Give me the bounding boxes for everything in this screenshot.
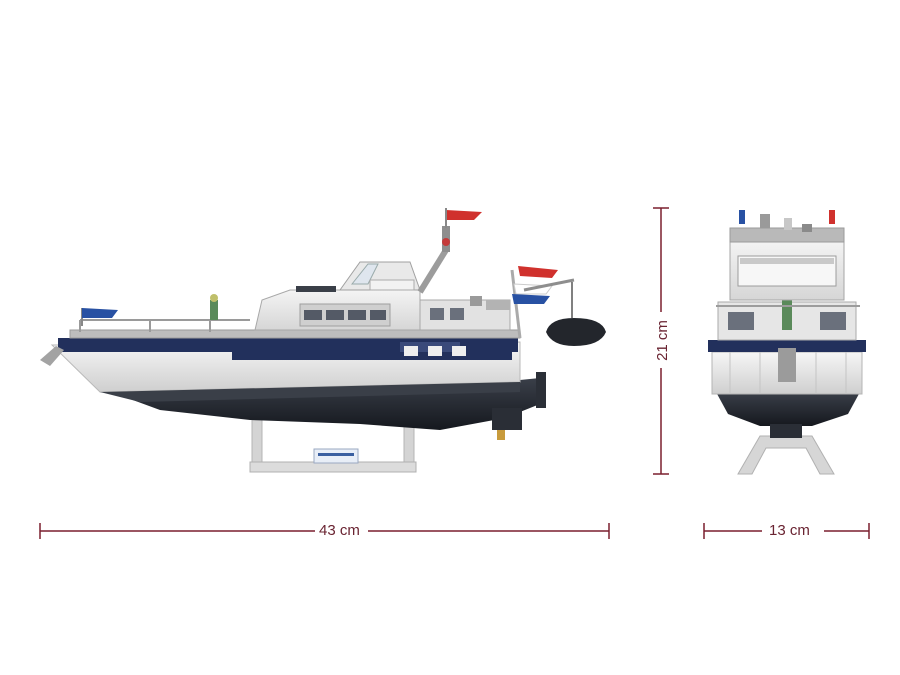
front-view-boat bbox=[708, 210, 866, 475]
bow-flag bbox=[82, 308, 118, 318]
height-dimension-label: 21 cm bbox=[654, 316, 671, 365]
stern-flag-red bbox=[518, 266, 558, 278]
dimension-lines bbox=[39, 207, 870, 539]
length-dimension-label: 43 cm bbox=[315, 523, 364, 538]
side-mast bbox=[417, 248, 449, 294]
side-view-boat bbox=[40, 208, 606, 473]
blue-beacon bbox=[739, 210, 745, 224]
tender-boat bbox=[546, 318, 606, 346]
width-dimension-label: 13 cm bbox=[765, 523, 814, 538]
stern-flag-blue bbox=[512, 294, 550, 304]
mast-flag bbox=[446, 210, 482, 220]
red-beacon bbox=[829, 210, 835, 224]
bow-anchor bbox=[40, 346, 64, 366]
front-hull-stripe bbox=[708, 340, 866, 352]
front-stand bbox=[737, 435, 835, 475]
propeller bbox=[497, 430, 505, 440]
side-stand bbox=[249, 419, 417, 473]
